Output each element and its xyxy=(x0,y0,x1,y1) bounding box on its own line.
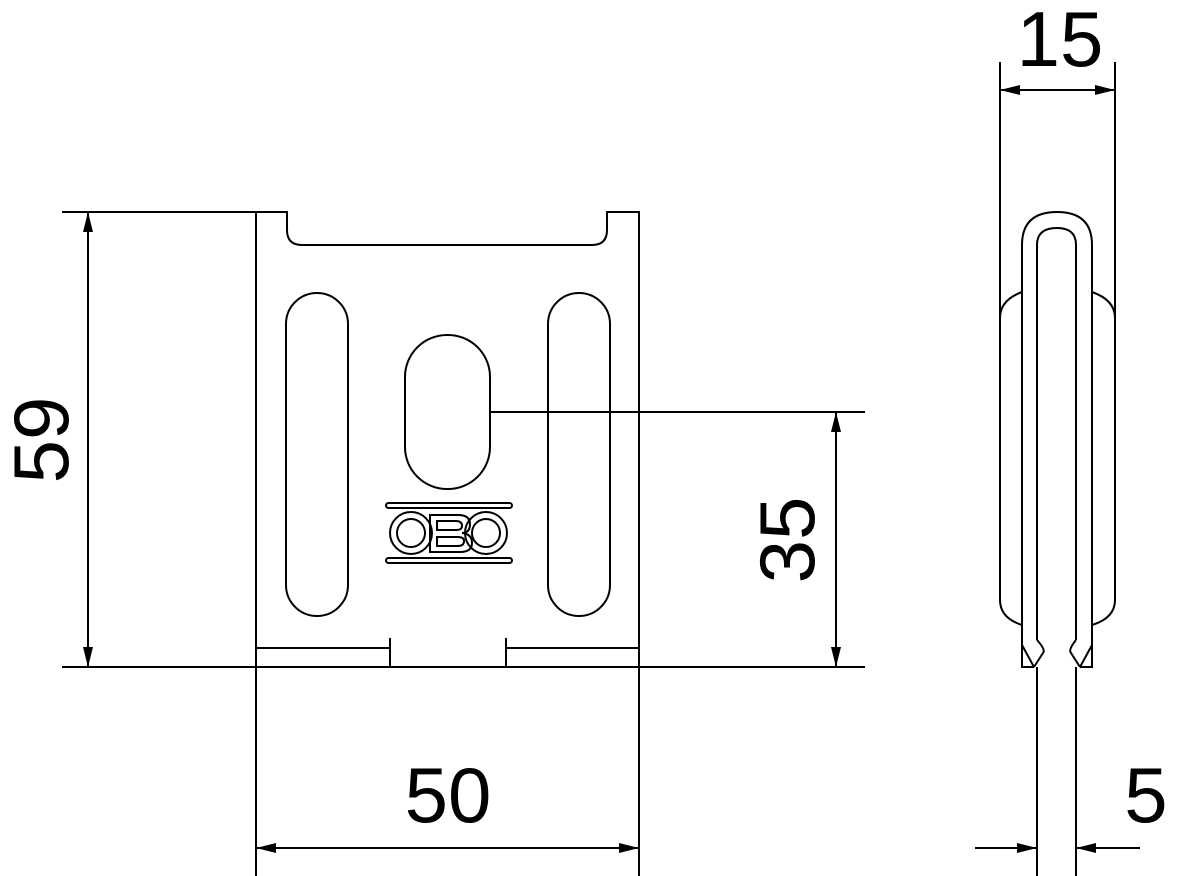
dimension-label-35: 35 xyxy=(743,497,831,584)
front-view xyxy=(255,211,640,668)
dimension-15: 15 xyxy=(999,0,1116,318)
obo-logo xyxy=(385,502,513,564)
clip-tips xyxy=(1021,639,1093,668)
plate-outline xyxy=(255,211,640,668)
pad-outline xyxy=(999,291,1116,626)
dimension-5: 5 xyxy=(975,751,1168,853)
center-slot xyxy=(404,334,491,490)
dimension-label-59: 59 xyxy=(0,397,85,484)
clip-inner xyxy=(1036,226,1077,640)
dimension-label-50: 50 xyxy=(405,751,492,839)
dimension-label-15: 15 xyxy=(1017,0,1104,83)
bottom-tabs xyxy=(256,638,639,667)
dimension-50: 50 xyxy=(255,667,640,876)
clip-outer xyxy=(1021,210,1093,645)
side-view xyxy=(999,210,1116,876)
dimension-label-5: 5 xyxy=(1124,751,1167,839)
left-slot xyxy=(285,292,349,617)
dimension-59: 59 xyxy=(0,211,256,668)
right-slot xyxy=(547,292,611,617)
dimension-35: 35 xyxy=(490,411,865,668)
